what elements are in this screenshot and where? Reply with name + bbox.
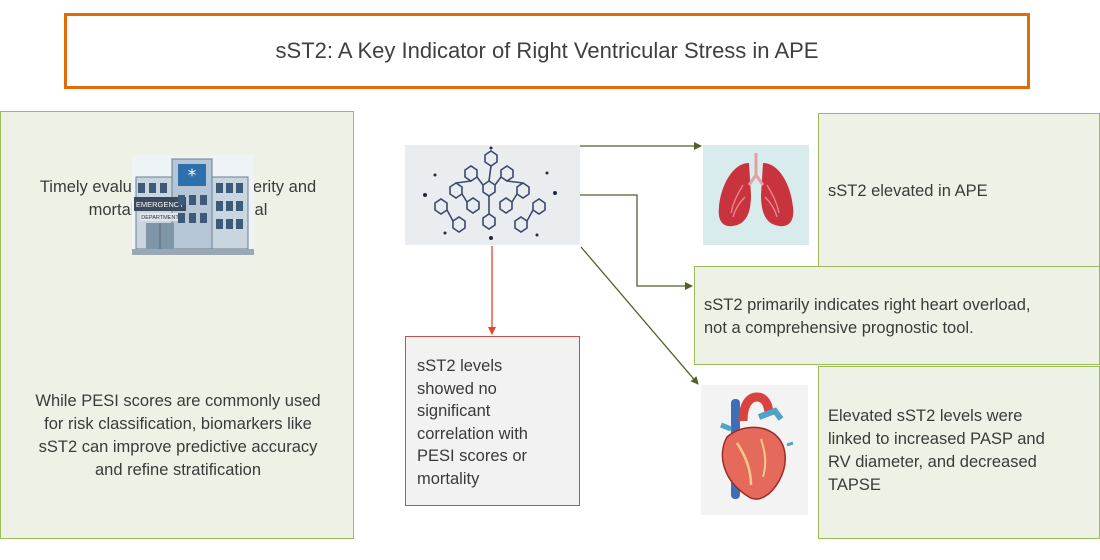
box3-line-3: RV diameter, and decreased xyxy=(828,453,1037,471)
box2-text: sST2 primarily indicates right heart ove… xyxy=(704,294,1030,340)
lungs-icon xyxy=(703,145,809,245)
elevated-in-ape-box: sST2 elevated in APE xyxy=(818,113,1100,268)
right-heart-overload-box: sST2 primarily indicates right heart ove… xyxy=(694,266,1100,365)
red-box-line-4: correlation with xyxy=(417,424,528,443)
left-bottom-line-2: for risk classification, biomarkers like xyxy=(44,415,312,433)
hospital-icon: * EMERGENCY DEPARTMENT xyxy=(132,155,254,255)
box3-line-1: Elevated sST2 levels were xyxy=(828,407,1023,425)
red-box-line-1: sST2 levels xyxy=(417,357,503,375)
molecule-icon xyxy=(405,145,580,245)
emergency-sign: EMERGENCY xyxy=(136,200,184,209)
red-box-line-5: PESI scores or xyxy=(417,447,528,465)
left-bottom-line-1: While PESI scores are commonly used xyxy=(35,392,321,410)
box3-line-2: linked to increased PASP and xyxy=(828,430,1045,448)
box1-text: sST2 elevated in APE xyxy=(828,182,988,200)
heart-icon xyxy=(701,385,808,515)
left-bottom-line-4: and refine stratification xyxy=(94,461,261,479)
box2-line-2: not a comprehensive prognostic tool. xyxy=(704,319,974,337)
red-box-line-6: mortality xyxy=(417,469,480,488)
title-box: sST2: A Key Indicator of Right Ventricul… xyxy=(64,13,1030,89)
arrow-to-overload-box xyxy=(580,194,693,290)
red-box-line-3: significant xyxy=(417,402,491,420)
box3-text: Elevated sST2 levels were linked to incr… xyxy=(828,405,1045,497)
left-bottom-text: While PESI scores are commonly used for … xyxy=(1,390,355,482)
no-correlation-box: sST2 levels showed no significant correl… xyxy=(405,336,580,506)
svg-text:DEPARTMENT: DEPARTMENT xyxy=(141,215,179,221)
left-bottom-line-3: sST2 can improve predictive accuracy xyxy=(38,438,318,456)
arrow-to-heart xyxy=(580,246,699,385)
red-box-line-2: showed no xyxy=(417,379,497,398)
diagram-title: sST2: A Key Indicator of Right Ventricul… xyxy=(275,38,819,63)
box3-line-4: TAPSE xyxy=(828,476,881,494)
svg-text:*: * xyxy=(188,166,197,186)
echo-findings-box: Elevated sST2 levels were linked to incr… xyxy=(818,366,1100,539)
box2-line-1: sST2 primarily indicates right heart ove… xyxy=(704,296,1031,314)
